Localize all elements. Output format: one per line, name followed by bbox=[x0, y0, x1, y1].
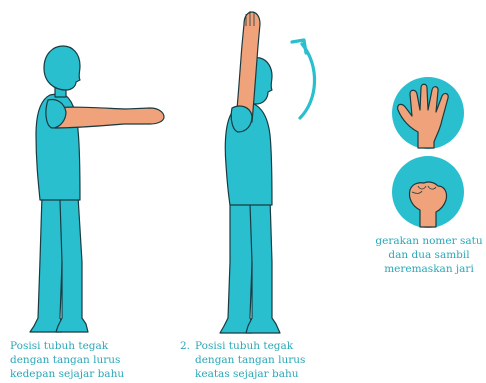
caption-arms-up: 2. Posisi tubuh tegak dengan tangan luru… bbox=[180, 339, 305, 381]
open-hand-icon bbox=[392, 77, 464, 149]
caption-line: Posisi tubuh tegak bbox=[10, 339, 124, 353]
figure-arms-forward bbox=[30, 46, 164, 332]
caption-arms-forward: Posisi tubuh tegak dengan tangan lurus k… bbox=[10, 339, 124, 381]
step-number: 2. bbox=[180, 339, 190, 353]
figure-arms-up bbox=[220, 11, 280, 333]
curved-up-arrow-icon bbox=[292, 40, 315, 118]
caption-line: keatas sejajar bahu bbox=[195, 367, 305, 381]
caption-line: dan dua sambil bbox=[373, 248, 485, 262]
caption-line: kedepan sejajar bahu bbox=[10, 367, 124, 381]
caption-line: meremaskan jari bbox=[373, 262, 485, 276]
caption-line: gerakan nomer satu bbox=[373, 234, 485, 248]
clenched-fist-icon bbox=[392, 156, 464, 228]
caption-hand-exercise: gerakan nomer satu dan dua sambil merema… bbox=[373, 234, 485, 276]
caption-line: dengan tangan lurus bbox=[10, 353, 124, 367]
caption-line: dengan tangan lurus bbox=[195, 353, 305, 367]
caption-line: Posisi tubuh tegak bbox=[195, 339, 305, 353]
